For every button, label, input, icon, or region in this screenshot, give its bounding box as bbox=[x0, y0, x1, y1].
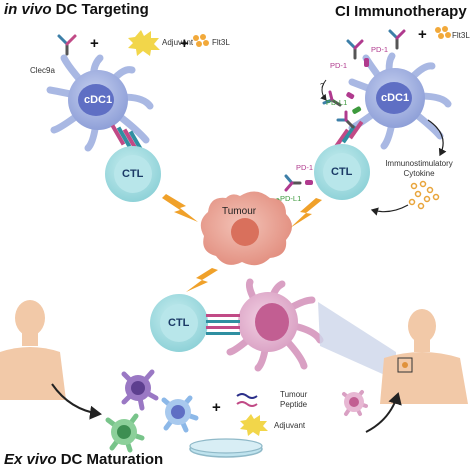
tcr-mhc-complex-right bbox=[334, 120, 364, 148]
ctl-cell-right bbox=[314, 144, 370, 200]
immature-dc-cell bbox=[161, 395, 199, 433]
pd1-receptor-icon bbox=[305, 58, 369, 185]
arrow-icon bbox=[365, 392, 402, 433]
mature-dc-small bbox=[342, 390, 368, 416]
peptide-icon bbox=[236, 401, 258, 407]
cytokine-dots-icon bbox=[408, 180, 440, 210]
pdl1-label: PD-L1 bbox=[326, 98, 348, 107]
injection-site-icon bbox=[402, 362, 408, 368]
ctl-cell-middle bbox=[150, 294, 208, 352]
human-figure-icon bbox=[0, 300, 66, 400]
in-vivo-title: in vivo DC Targeting bbox=[4, 1, 149, 18]
cdc1-label-right: cDC1 bbox=[381, 92, 410, 104]
arrow-icon bbox=[427, 119, 447, 157]
ctl-cell-left bbox=[105, 146, 161, 202]
flt3l-dots-icon bbox=[435, 26, 451, 39]
ctl-label-left: CTL bbox=[122, 168, 144, 180]
plus-sign: + bbox=[90, 35, 99, 52]
flt3l-dots-icon bbox=[193, 34, 209, 47]
adjuvant-burst-icon bbox=[240, 414, 268, 436]
ci-immunotherapy-title: CI Immunotherapy bbox=[335, 3, 467, 20]
ctl-label-middle: CTL bbox=[168, 317, 190, 329]
cdc1-label-left: cDC1 bbox=[84, 94, 113, 106]
adjuvant-label: Adjuvant bbox=[162, 38, 194, 47]
petri-dish-icon bbox=[189, 438, 263, 458]
arrow-icon bbox=[370, 204, 409, 216]
pd1-label: PD-1 bbox=[371, 45, 389, 54]
flt3l-label: Flt3L bbox=[212, 38, 230, 47]
pd1-label: PD-1 bbox=[330, 61, 348, 70]
tumour-label: Tumour bbox=[222, 206, 257, 217]
question-mark: ? bbox=[320, 81, 325, 90]
plus-sign: + bbox=[418, 26, 427, 43]
immunostimulatory-label: Immunostimulatory bbox=[385, 159, 453, 168]
tumour-cell bbox=[200, 191, 292, 266]
plus-sign: + bbox=[180, 35, 189, 52]
arrow-icon bbox=[51, 383, 102, 420]
projection-beam bbox=[318, 302, 396, 380]
ctl-label-right: CTL bbox=[331, 166, 353, 178]
immature-dc-cell bbox=[121, 369, 159, 411]
injection-site-box bbox=[397, 357, 413, 373]
lightning-bolt-icon bbox=[162, 194, 322, 292]
tumour-peptide-label-2: Peptide bbox=[280, 400, 308, 409]
adjuvant-burst-icon bbox=[128, 30, 160, 56]
tumour-peptide-label: Tumour bbox=[280, 390, 308, 399]
flt3l-label-right: Flt3L bbox=[452, 31, 470, 40]
mature-dc-cell bbox=[226, 278, 324, 372]
arrow-icon bbox=[320, 79, 327, 101]
anti-pd1-antibody-icon bbox=[284, 29, 406, 192]
human-figure-icon bbox=[380, 309, 468, 404]
plus-sign: + bbox=[212, 399, 221, 416]
clec9a-label: Clec9a bbox=[30, 66, 55, 75]
tcr-mhc-complex-left bbox=[110, 124, 144, 152]
pdl1-label: PD-L1 bbox=[280, 194, 302, 203]
tcr-mhc-complex-middle bbox=[206, 314, 240, 335]
cdc1-cell-left bbox=[46, 54, 154, 152]
cytokine-label: Cytokine bbox=[403, 169, 435, 178]
ex-vivo-title: Ex vivo DC Maturation bbox=[4, 451, 164, 468]
peptide-icon bbox=[236, 393, 258, 399]
adjuvant-label-bottom: Adjuvant bbox=[274, 421, 306, 430]
pd1-label: PD-1 bbox=[296, 163, 314, 172]
antibody-icon bbox=[57, 34, 77, 56]
immature-dc-cell bbox=[105, 413, 145, 453]
